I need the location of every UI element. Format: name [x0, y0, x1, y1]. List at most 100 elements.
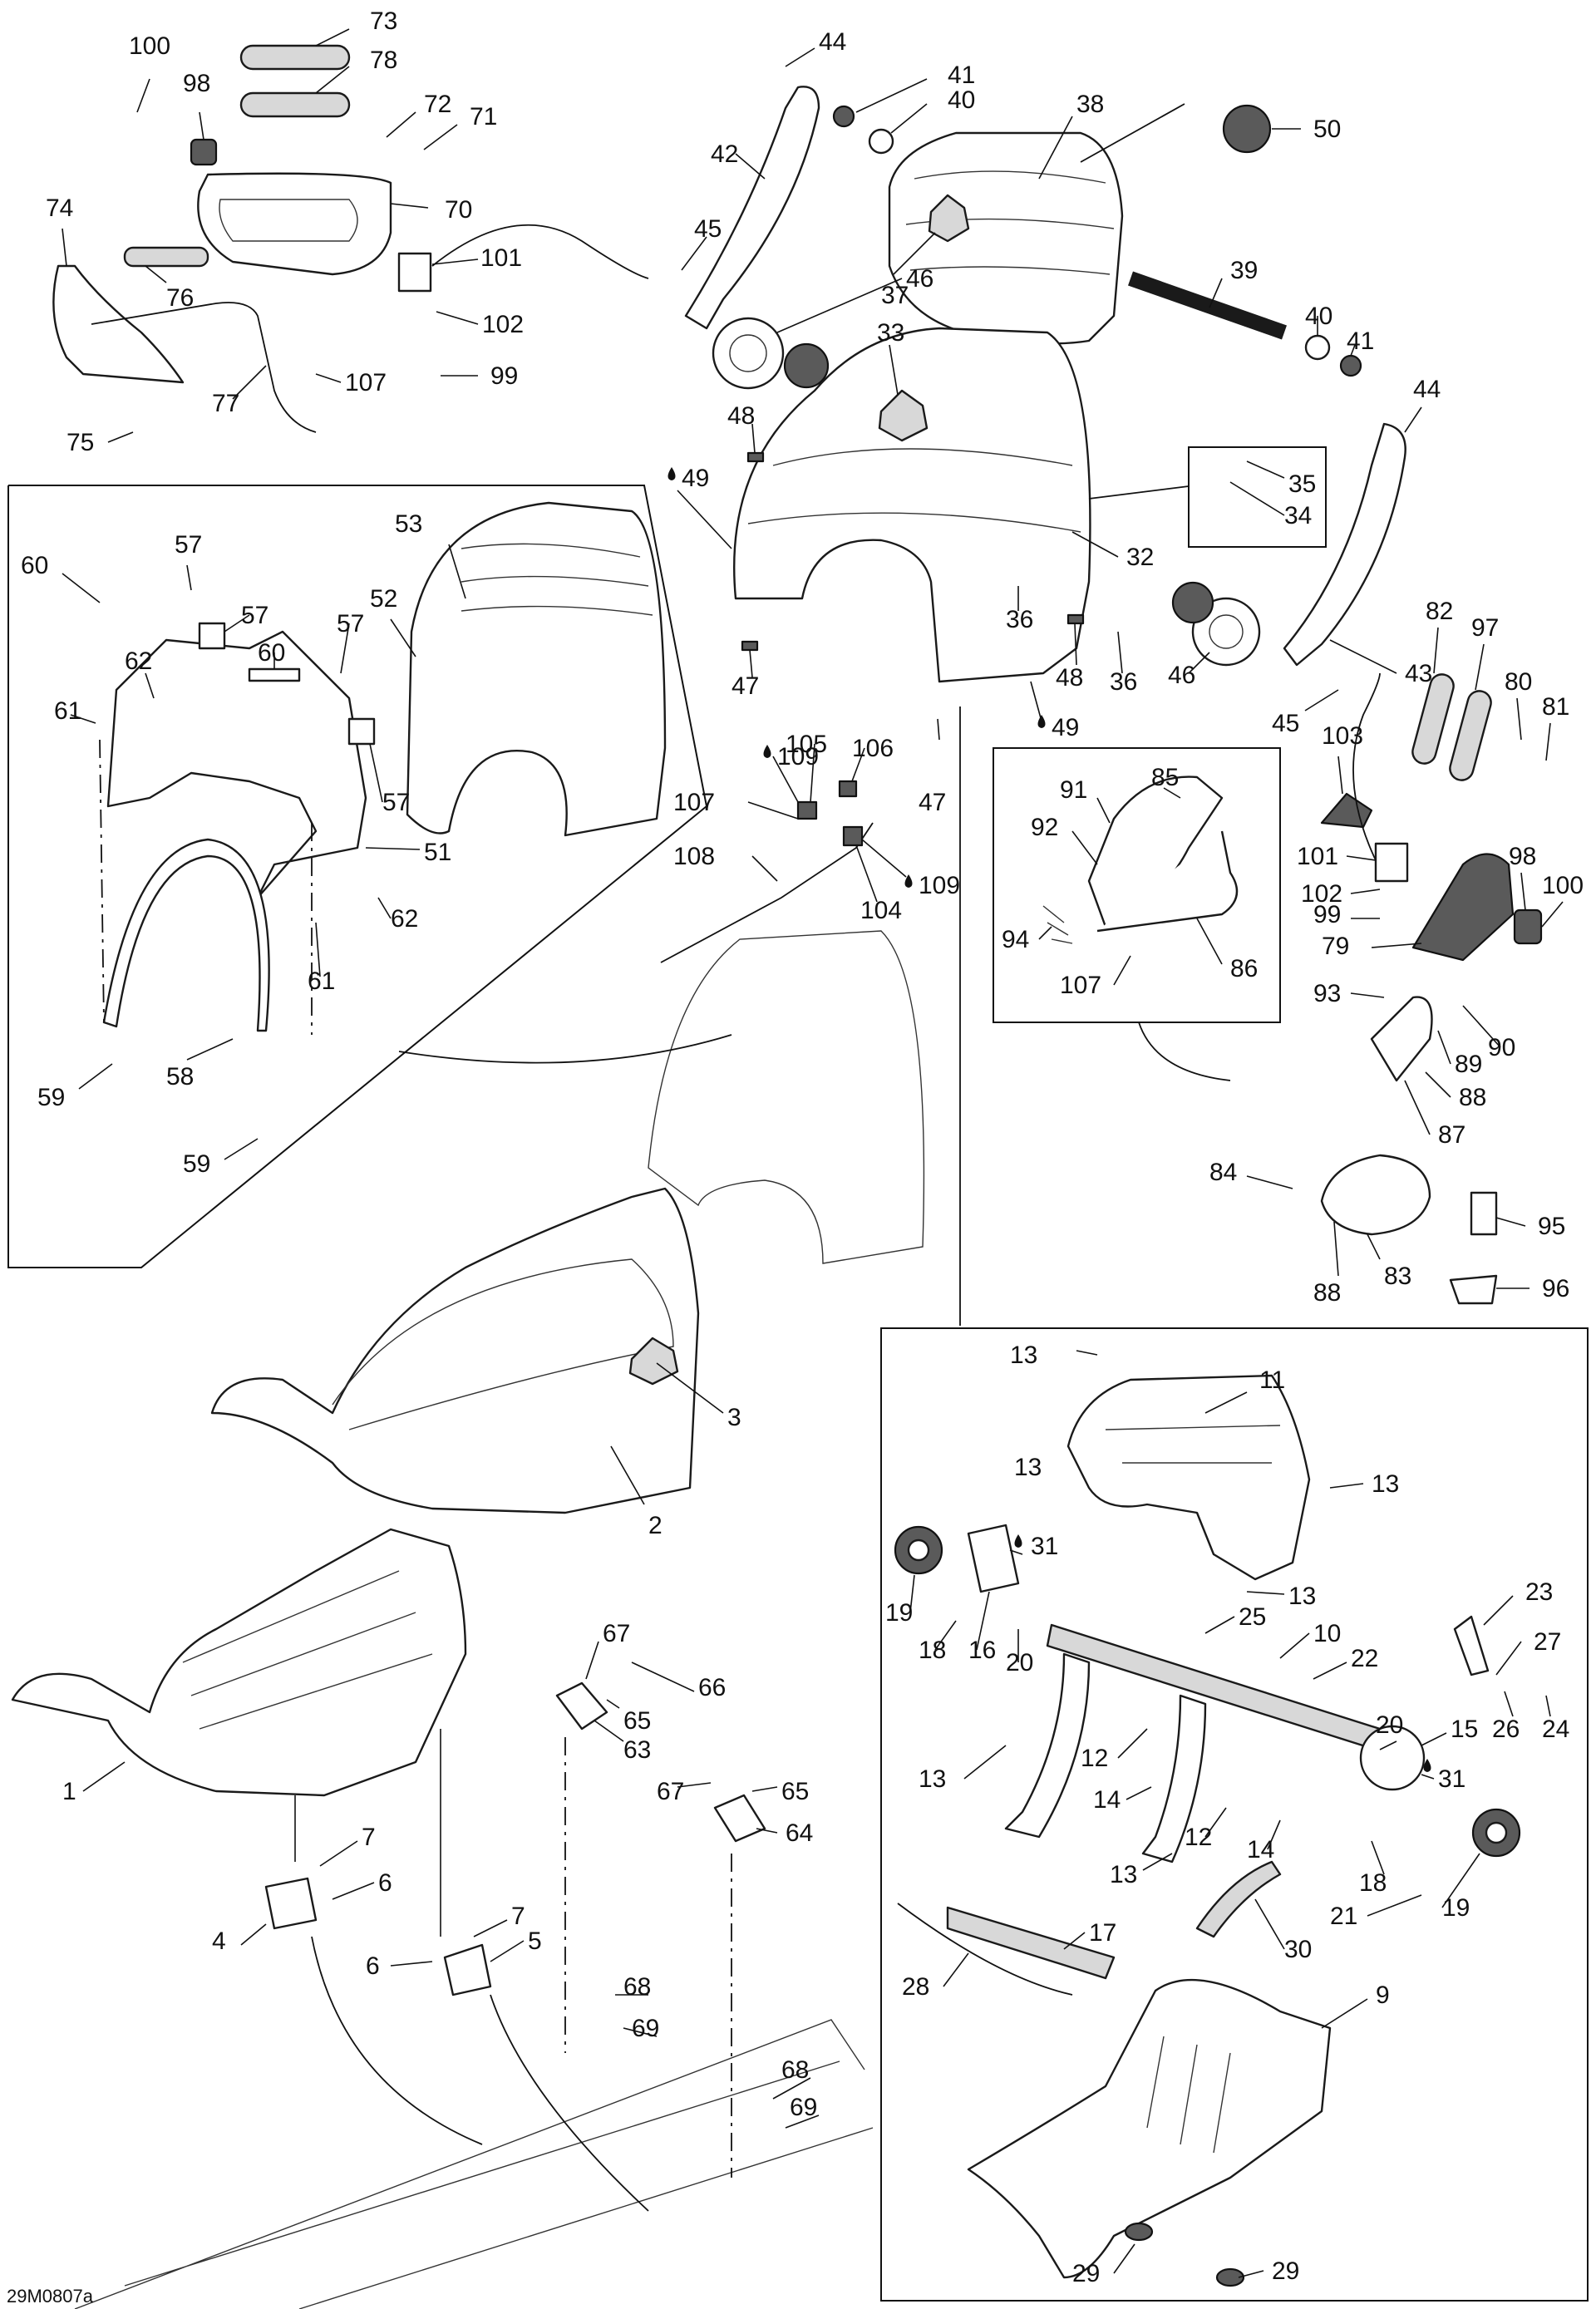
callout-82: 82 [1426, 598, 1453, 625]
leader-95 [1495, 1217, 1526, 1227]
callout-30: 30 [1284, 1936, 1312, 1963]
right-handle-group [1320, 673, 1543, 1305]
callout-100: 100 [1542, 872, 1584, 899]
leader-93 [1350, 992, 1385, 998]
curve-38-to-50 [1080, 103, 1185, 163]
callout-64: 64 [786, 1819, 813, 1847]
cap-103 [1320, 792, 1373, 829]
leader-45a [681, 236, 707, 271]
leader-14a [1126, 1786, 1152, 1800]
leader-1 [82, 1761, 126, 1792]
leader-7a [319, 1840, 358, 1867]
bracket-86 [1096, 830, 1239, 933]
callout-88: 88 [1459, 1084, 1486, 1111]
callout-51: 51 [424, 839, 451, 866]
callout-77: 77 [212, 390, 239, 417]
bearing-19a-inner [907, 1539, 930, 1562]
leader-28 [943, 1952, 969, 1987]
leader-77 [232, 365, 267, 400]
callout-3: 3 [727, 1404, 741, 1431]
callout-72: 72 [424, 91, 451, 118]
callout-17: 17 [1089, 1919, 1116, 1947]
callout-93: 93 [1313, 980, 1341, 1007]
leader-100 [136, 78, 150, 113]
bumper-29b [1215, 2267, 1245, 2287]
callout-59: 59 [37, 1084, 65, 1111]
leader-79 [1371, 943, 1422, 948]
callout-83: 83 [1384, 1263, 1411, 1290]
leader-6b [390, 1961, 433, 1967]
callout-107: 107 [673, 789, 715, 816]
leader-61a [70, 714, 96, 724]
callout-19: 19 [885, 1599, 913, 1627]
leader-15 [1421, 1732, 1447, 1746]
leader-75 [107, 431, 134, 443]
callout-81: 81 [1542, 693, 1569, 721]
rail-42 [684, 86, 820, 330]
callout-96: 96 [1542, 1275, 1569, 1302]
leader-2 [610, 1445, 645, 1505]
bracket-101-right [1374, 842, 1409, 883]
callout-23: 23 [1525, 1578, 1553, 1606]
leader-31b [1421, 1774, 1435, 1780]
callout-49: 49 [1052, 714, 1079, 741]
cable-28 [897, 1903, 1073, 1996]
washer-40b [1304, 334, 1331, 361]
callout-86: 86 [1230, 955, 1258, 982]
callout-45: 45 [1272, 710, 1299, 737]
callout-13: 13 [1372, 1470, 1399, 1498]
callout-29: 29 [1072, 2260, 1100, 2287]
adhesive-drop-icon [1014, 1534, 1022, 1548]
leader-29a [1113, 2243, 1135, 2274]
harness-94 [1042, 905, 1073, 944]
leader-107c [747, 801, 799, 820]
callout-90: 90 [1488, 1034, 1515, 1061]
callout-107: 107 [1060, 972, 1101, 999]
callout-63: 63 [623, 1736, 651, 1764]
callout-60: 60 [21, 552, 48, 579]
callout-85: 85 [1151, 764, 1179, 791]
leader-109b [861, 839, 907, 878]
frame-11-detail [1105, 1425, 1281, 1464]
logo-3 [628, 1337, 679, 1386]
bumper-29a [1124, 2222, 1154, 2242]
grip-74 [52, 264, 185, 384]
grip-73 [239, 44, 351, 71]
callout-5: 5 [528, 1927, 542, 1955]
callout-92: 92 [1031, 814, 1058, 841]
callout-10: 10 [1313, 1620, 1341, 1647]
leader-35 [1246, 460, 1285, 479]
logo-33 [878, 389, 929, 442]
callout-52: 52 [370, 585, 397, 613]
mechanism-87 [1370, 996, 1433, 1082]
callout-15: 15 [1451, 1716, 1478, 1743]
seat-ghost-outline [648, 930, 925, 1264]
curve-101-to-42 [431, 224, 649, 279]
leader-21 [1367, 1894, 1422, 1917]
callout-59: 59 [183, 1150, 210, 1178]
leader-65a [606, 1699, 620, 1709]
callout-31: 31 [1438, 1765, 1465, 1793]
leader-91 [1096, 797, 1111, 824]
callout-80: 80 [1505, 668, 1532, 696]
leader-4 [240, 1923, 267, 1946]
callout-91: 91 [1060, 776, 1087, 804]
leader-18b [1371, 1840, 1385, 1875]
callout-68: 68 [781, 2056, 809, 2084]
leader-14b [1267, 1819, 1281, 1850]
leader-34 [1229, 481, 1285, 516]
callout-68: 68 [623, 1973, 651, 2001]
seat-cover-32-seams [747, 448, 1081, 533]
washer-41b [1339, 354, 1362, 377]
leader-32 [1071, 531, 1119, 558]
connector-105 [796, 800, 818, 820]
inset-frame-passenger-seat [880, 1327, 1589, 2302]
callout-33: 33 [877, 319, 904, 347]
wiring-group [660, 780, 874, 963]
callout-47: 47 [919, 789, 946, 816]
leader-88a [1425, 1071, 1451, 1098]
adhesive-drop-icon [904, 874, 913, 888]
callout-49: 49 [682, 465, 709, 492]
callout-79: 79 [1322, 933, 1349, 960]
